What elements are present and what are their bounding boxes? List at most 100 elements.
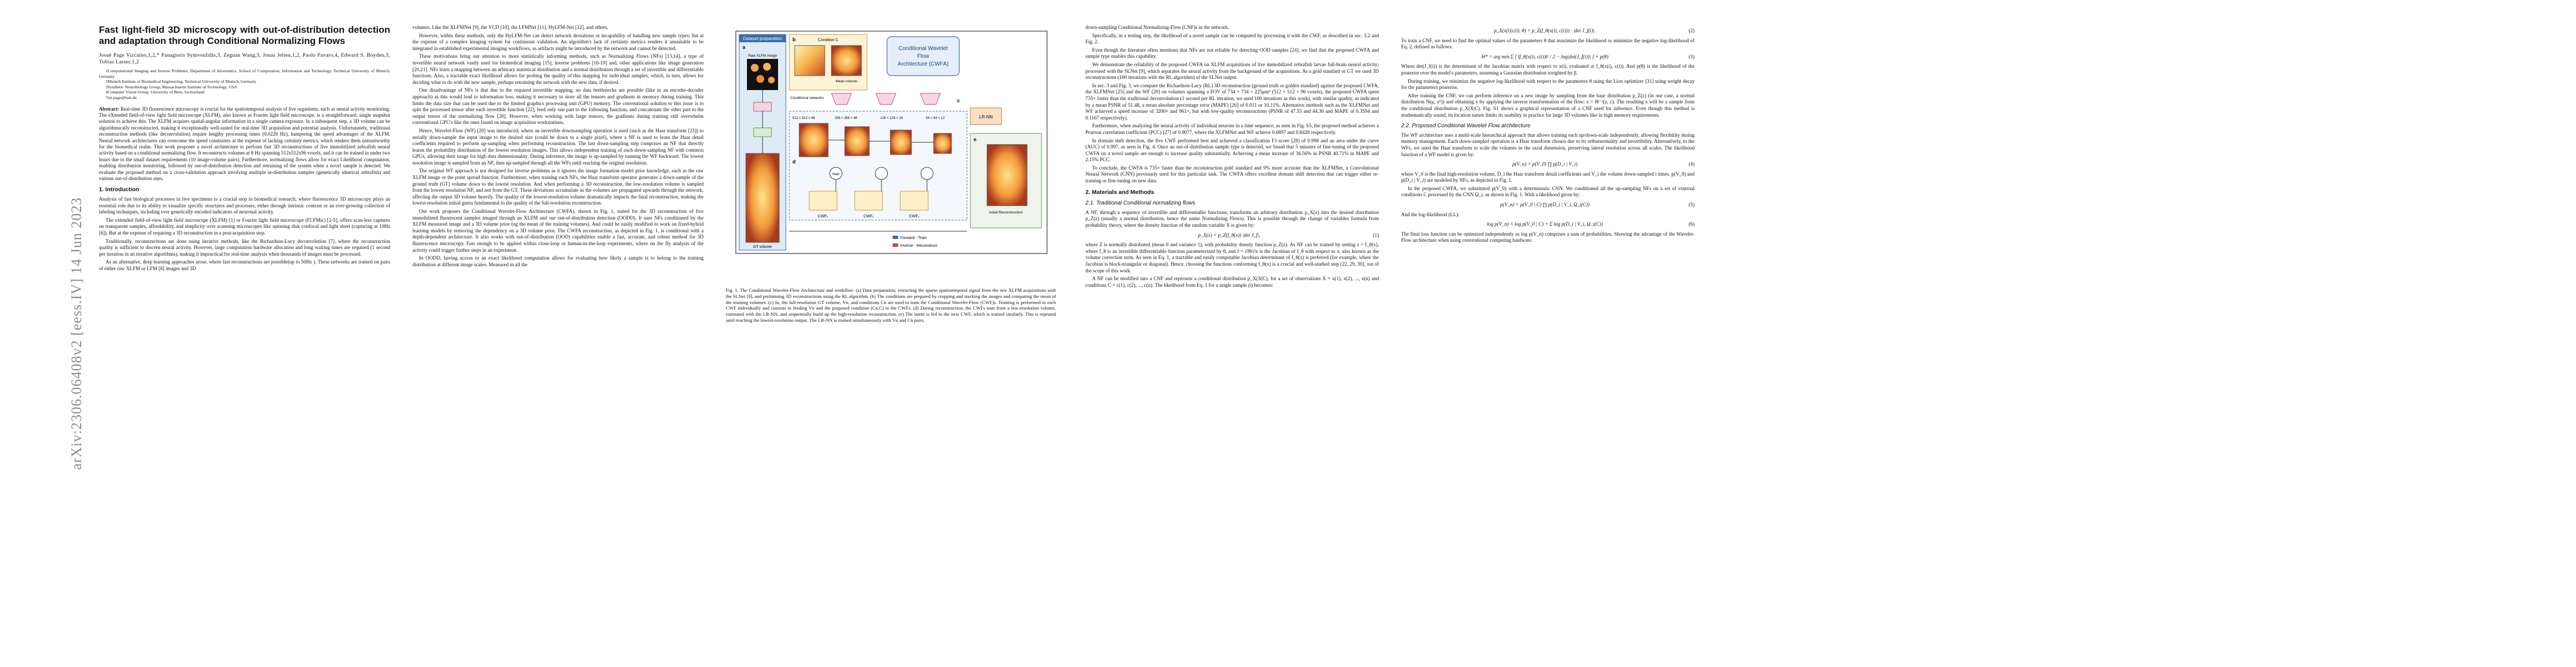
cwf-label-2: CWF₂ [909, 215, 920, 218]
flow-arrows [789, 140, 967, 232]
column-4: down-sampling Conditional Normalizing-Fl… [1085, 24, 1379, 290]
body-paragraph: In domain shift detection, the five CWF … [1085, 137, 1379, 163]
body-paragraph: where V_0 is the final high-resolution v… [1401, 171, 1695, 183]
equation-2: p_X(x(i)|c(i), θ) = p_Z(f_θ(x(i), c(i)))… [1401, 28, 1695, 34]
contact-email: *jm.page@tum.de [106, 94, 137, 100]
condition-network-2 [920, 93, 941, 105]
body-paragraph: Traditionally, reconstructions are done … [99, 238, 390, 257]
arxiv-stamp-text: arXiv:2306.06408v2 [eess.IV] 14 Jun 2023 [68, 197, 84, 470]
lenslet-view [763, 63, 771, 71]
body-paragraph: Even though the literature often mention… [1085, 47, 1379, 59]
condition-crop [794, 45, 825, 76]
equation-1: p_X(x) = p_Z(f_θ(x)) |det J_f|, (1) [1085, 232, 1379, 239]
body-paragraph: During training, we minimize the negativ… [1401, 78, 1695, 91]
dataset-prep-header [739, 34, 786, 42]
initial-recon-label: Initial Reconstruction [989, 211, 1023, 215]
equation-3: Θ* = arg min Σ [ ‖f_θ(x(i), c(i))‖² / 2 … [1401, 54, 1695, 61]
mean-volume-label: Mean volume [835, 79, 857, 83]
volume-level-0 [799, 123, 829, 157]
body-paragraph: To train a CNF, we need to find the opti… [1401, 37, 1695, 50]
abstract: Abstract: Real-time 3D fluorescence micr… [99, 106, 390, 182]
conditions-label: Condition C [818, 38, 839, 42]
equation-body: p_X(x) = p_Z(f_θ(x)) |det J_f|, [1198, 232, 1260, 238]
lr-nn-label: LR-NN [979, 115, 993, 120]
equation-body: Θ* = arg min Σ [ ‖f_θ(x(i), c(i))‖² / 2 … [1481, 53, 1608, 59]
forward-legend-label: Forward - Train [900, 236, 927, 240]
equation-4: p(V_n) = p(V_0) ∏ p(D_i | V_i) (4) [1401, 161, 1695, 168]
raw-xlfm-image [747, 59, 778, 90]
body-paragraph: In the proposed CWFA, we substituted p(V… [1401, 185, 1695, 198]
initial-recon-image [986, 144, 1028, 206]
equation-number: (6) [1688, 221, 1695, 227]
subsection-heading: 2.1. Traditional Conditional normalizing… [1085, 200, 1195, 207]
arxiv-stamp: arXiv:2306.06408v2 [eess.IV] 14 Jun 2023 [66, 128, 88, 539]
architecture-title-line1: Conditional Wavelet [899, 46, 948, 52]
panel-label-a: a [743, 44, 746, 50]
lenslet-view [756, 75, 764, 83]
figure-1: Dataset preparation a Raw XLFM image GT … [726, 24, 1056, 283]
cwf-block-2 [900, 191, 929, 211]
body-paragraph: A NF, through a sequence of invertible a… [1085, 209, 1379, 228]
lenslet-view [768, 77, 775, 83]
haar-node [920, 167, 934, 180]
condition-network-1 [875, 93, 896, 105]
body-paragraph: Our work proposes the Conditional Wavele… [412, 208, 704, 253]
volume-level-2 [890, 130, 912, 155]
condition-network-0 [831, 93, 852, 105]
column-1: Fast light-field 3D microscopy with out-… [99, 24, 390, 274]
rl-box [753, 127, 772, 137]
section-heading: 1. Introduction [99, 187, 139, 193]
cwf-block-0 [809, 191, 838, 211]
body-paragraph: Analysis of fast biological processes in… [99, 196, 390, 215]
dataset-prep-title: Dataset preparation [743, 36, 782, 41]
body-paragraph: down-sampling Conditional Normalizing-Fl… [1085, 24, 1229, 30]
body-paragraph: Where det(J_f(i)) is the determinant of … [1401, 63, 1695, 76]
panel-label-e: e [974, 137, 976, 142]
body-paragraph: The original WF approach is not designed… [412, 168, 704, 206]
size-label-1: 256 × 256 × 48 [835, 117, 858, 120]
column-2: volumes. Like the XLFMNet [9], the VCD [… [412, 24, 704, 270]
equation-number: (3) [1688, 53, 1695, 59]
volume-level-1 [844, 126, 870, 156]
cwf-block-1 [854, 191, 883, 211]
cwf-label-1: CWF₁ [864, 215, 874, 218]
raw-xlfm-label: Raw XLFM image [748, 54, 777, 58]
figure-caption: Fig. 1. The Conditional Wavelet-Flow Arc… [726, 287, 1056, 323]
architecture-title-line2: Flow [917, 53, 929, 59]
equation-number: (2) [1688, 28, 1695, 33]
paper-title: Fast light-field 3D microscopy with out-… [99, 24, 390, 46]
body-paragraph: Furthermore, when analyzing the neural a… [1085, 123, 1379, 135]
equation-body: log p(V_n) = log p(V_0 | C) + Σ log p(D_… [1487, 221, 1603, 227]
body-paragraph: where Z is normally distributed (mean 0 … [1085, 242, 1379, 273]
size-label-0: 512 × 512 × 96 [793, 117, 815, 120]
body-paragraph: The WF architecture uses a multi-scale h… [1401, 132, 1695, 157]
cwf-label-0: CWF₀ [818, 215, 829, 218]
inverse-legend-swatch [893, 243, 898, 247]
architecture-diagram: Dataset preparation a Raw XLFM image GT … [735, 31, 1048, 254]
inverse-legend-label: Inverse - Reconstruct [900, 244, 938, 248]
affiliations: 1Computational Imaging and Inverse Probl… [99, 68, 390, 101]
panel-label-d: d [793, 159, 796, 165]
volume-level-3 [933, 133, 952, 154]
equation-number: (5) [1688, 202, 1695, 208]
haar-node [875, 167, 888, 180]
equation-number: (4) [1688, 161, 1695, 167]
body-paragraph: However, within these methods, only the … [412, 32, 704, 51]
body-paragraph: We demonstrate the reliability of the pr… [1085, 61, 1379, 81]
forward-legend-swatch [893, 236, 898, 239]
section-heading: 2. Materials and Methods [1085, 189, 1154, 196]
gt-volume-label: GT volume [753, 245, 772, 249]
lenslet-view [751, 64, 759, 72]
equation-body: p_X(x(i)|c(i), θ) = p_Z(f_θ(x(i), c(i)))… [1494, 28, 1596, 33]
size-label-2: 128 × 128 × 24 [880, 117, 903, 120]
abstract-label: Abstract: [99, 106, 119, 112]
equation-5: p(V_n) = p(V_0 | C) ∏ p(D_i | V_i, Ω_i(C… [1401, 202, 1695, 208]
body-paragraph: After training the CNF, we can perform i… [1401, 92, 1695, 118]
body-paragraph: To conclude, the CWFA is 735× faster tha… [1085, 165, 1379, 184]
column-5: p_X(x(i)|c(i), θ) = p_Z(f_θ(x(i), c(i)))… [1401, 24, 1695, 246]
subsection-heading: 2.2. Proposed Conditional Wavelet Flow a… [1401, 123, 1531, 130]
architecture-title-line3: Architecture (CWFA) [898, 61, 949, 67]
body-paragraph: In sec. 3 and Fig. 3, we compare the Ric… [1085, 82, 1379, 121]
architecture-title-box [886, 36, 960, 76]
panel-label-b: b [793, 37, 796, 42]
